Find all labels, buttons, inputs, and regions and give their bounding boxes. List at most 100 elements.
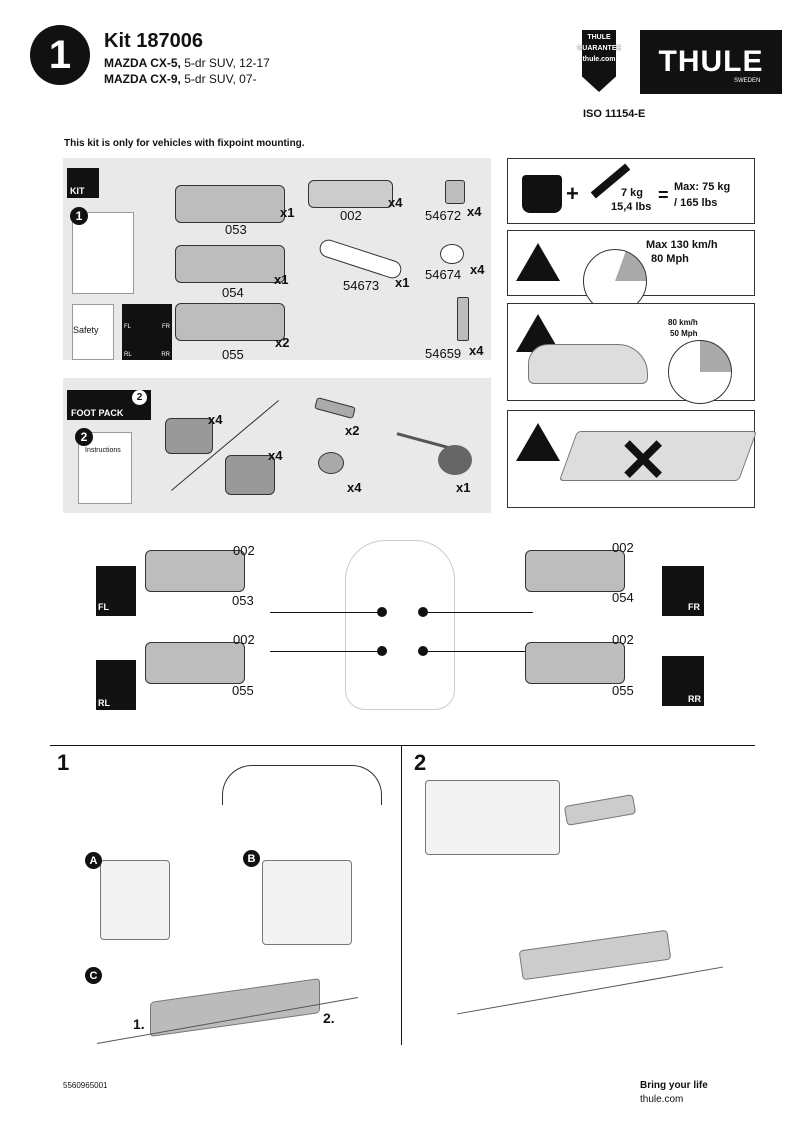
safety-booklet: Safety	[72, 304, 114, 360]
assembly-rl	[145, 642, 245, 684]
tool-qty: x1	[456, 480, 471, 495]
part-code: 055	[222, 347, 244, 362]
reduced-speed-kmh: 80 km/h	[668, 318, 698, 327]
part-qty: x1	[395, 275, 410, 290]
vehicle-detail: 5-dr SUV, 12-17	[180, 56, 270, 70]
step-badge: 1	[30, 25, 90, 85]
slogan: Bring your life	[640, 1080, 708, 1091]
weight-icon	[522, 175, 562, 213]
part-code: 54659	[425, 346, 462, 361]
part-code: 54673	[343, 278, 380, 293]
fl-corner: FL	[96, 566, 136, 616]
part-code: 053	[225, 222, 247, 237]
key-qty: x2	[345, 423, 360, 438]
speedometer-icon	[668, 340, 732, 404]
assembly-fl	[145, 550, 245, 592]
fr-corner: FR	[662, 566, 704, 616]
foot-b-qty: x4	[268, 448, 283, 463]
roof-fixpoints-illustration	[222, 765, 382, 805]
booklet-badge: 1	[70, 207, 88, 225]
substep-c-badge: C	[85, 967, 102, 984]
fixpoint-cover-illustration	[563, 794, 637, 826]
pos-rl: RL	[124, 352, 132, 358]
lock-cylinder-icon	[318, 452, 344, 474]
pos-fl: FL	[124, 324, 132, 330]
bar-weight: 7 kg	[621, 187, 644, 199]
kit-label: KIT	[67, 168, 99, 198]
substep-c-1: 1.	[133, 1016, 145, 1032]
clean-illustration	[100, 860, 170, 940]
max-load-lbs: / 165 lbs	[674, 197, 718, 209]
max-speed: Max 130 km/h	[646, 239, 718, 251]
speed-warning: Max 130 km/h 80 Mph	[507, 230, 755, 313]
pos-rr: RR	[161, 352, 170, 358]
thule-logo-sub: SWEDEN	[734, 78, 761, 84]
part-002	[308, 180, 393, 208]
foot-a-qty: x4	[208, 412, 223, 427]
document-code: 5560965001	[63, 1081, 108, 1090]
part-053	[175, 185, 285, 223]
part-code: 054	[222, 285, 244, 300]
part-qty: x4	[470, 262, 485, 277]
vehicle-model: MAZDA CX-9,	[104, 72, 181, 86]
equals-sign: =	[658, 185, 669, 205]
part-qty: x4	[388, 195, 403, 210]
part-54659	[457, 297, 469, 341]
rr-corner: RR	[662, 656, 704, 706]
fixpoint-rl	[377, 646, 387, 656]
assembly-rr	[525, 642, 625, 684]
no-lift-warning: ✕	[507, 410, 758, 508]
rr-bottom-code: 055	[612, 683, 634, 698]
vehicle-1: MAZDA CX-5, 5-dr SUV, 12-17	[104, 56, 270, 70]
warning-icon	[516, 243, 560, 281]
glovebox-illustration	[425, 780, 560, 855]
part-code: 54674	[425, 267, 462, 282]
section-divider	[50, 745, 755, 746]
rr-top-code: 002	[612, 632, 634, 647]
part-qty: x1	[280, 205, 295, 220]
substep-a-badge: A	[85, 852, 102, 869]
rl-top-code: 002	[233, 632, 255, 647]
warning-icon	[516, 423, 560, 461]
rl-bottom-code: 055	[232, 683, 254, 698]
substep-c-2: 2.	[323, 1010, 335, 1026]
fixpoint-fl	[377, 607, 387, 617]
plus-sign: +	[566, 181, 579, 206]
wipe-illustration	[262, 860, 352, 945]
vehicle-2: MAZDA CX-9, 5-dr SUV, 07-	[104, 72, 256, 86]
part-54674	[440, 244, 464, 264]
rl-corner: RL	[96, 660, 136, 710]
part-qty: x2	[275, 335, 290, 350]
instruction-booklet	[72, 212, 134, 294]
fixpoint-fr	[418, 607, 428, 617]
step-1-number: 1	[57, 750, 70, 775]
foot-a	[165, 418, 213, 454]
guarantee-text: THULE GUARANTEE thule.com	[576, 34, 622, 63]
part-54672	[445, 180, 465, 204]
vehicle-detail: 5-dr SUV, 07-	[180, 72, 257, 86]
step-2-number: 2	[414, 750, 427, 775]
website-link[interactable]: thule.com	[640, 1094, 684, 1105]
bar-weight-lbs: 15,4 lbs	[611, 201, 652, 213]
step-divider	[401, 745, 402, 1045]
car-top-view	[345, 540, 455, 710]
fixpoint-notice: This kit is only for vehicles with fixpo…	[64, 138, 305, 149]
load-warning: + 7 kg 15,4 lbs = Max: 75 kg / 165 lbs	[507, 158, 755, 224]
lock-qty: x4	[347, 480, 362, 495]
foot-booklet-badge: 2	[75, 428, 93, 446]
prohibited-x-icon: ✕	[618, 427, 669, 494]
assembly-fr	[525, 550, 625, 592]
vehicle-model: MAZDA CX-5,	[104, 56, 181, 70]
fixpoint-rr	[418, 646, 428, 656]
fr-bottom-code: 054	[612, 590, 634, 605]
leader-line	[425, 651, 533, 652]
kit-title: Kit 187006	[104, 30, 203, 52]
fl-top-code: 002	[233, 543, 255, 558]
leader-line	[270, 651, 380, 652]
roof-line	[456, 966, 724, 1015]
torque-tool-handle	[438, 445, 472, 475]
part-code: 002	[340, 208, 362, 223]
car-with-load-illustration	[528, 344, 648, 384]
substep-b-badge: B	[243, 850, 260, 867]
